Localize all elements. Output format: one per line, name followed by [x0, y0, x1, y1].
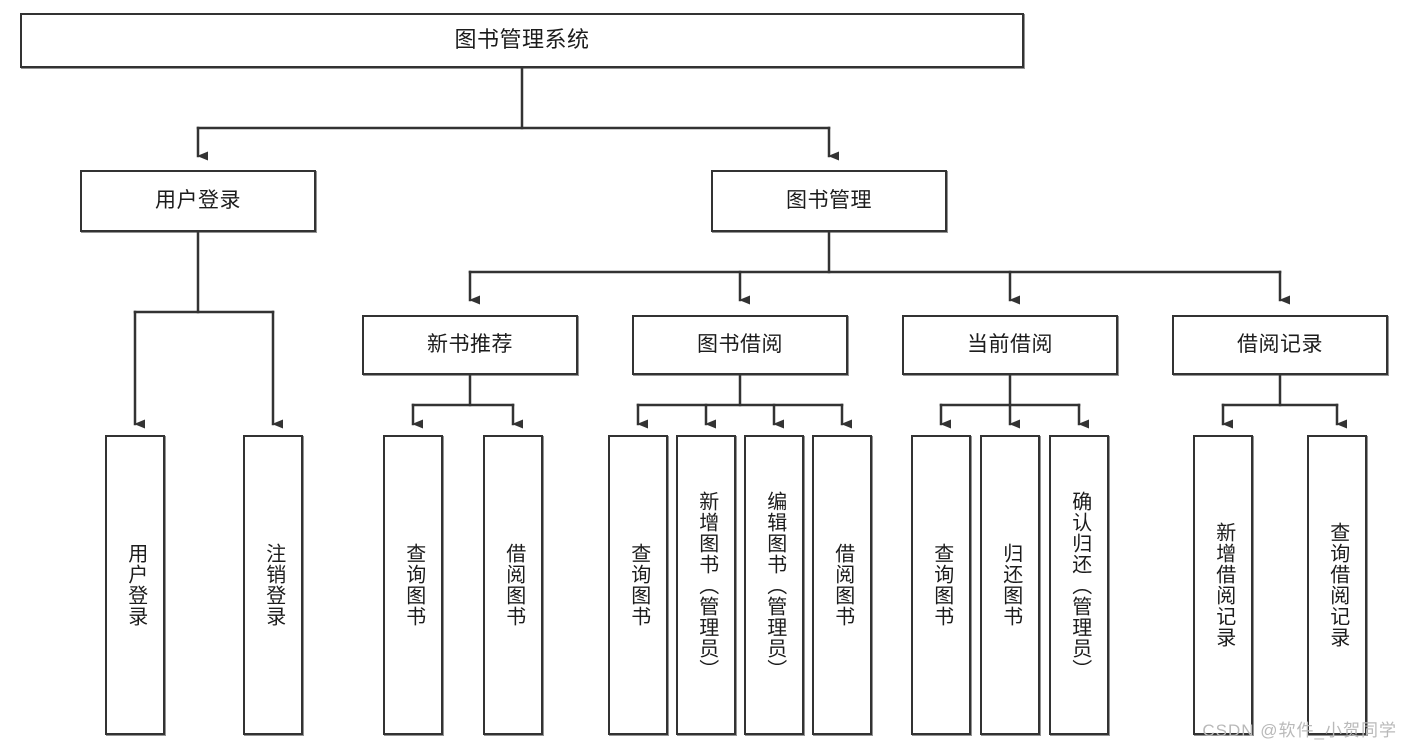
- node-current-borrow-label: 当前借阅: [967, 333, 1053, 357]
- node-leaf-user-login-login[interactable]: 用户登录: [105, 435, 165, 735]
- node-leaf-label: 归还图书: [999, 543, 1022, 627]
- node-leaf-label: 查询图书: [930, 543, 953, 627]
- node-leaf-label: 新增借阅记录: [1212, 522, 1235, 648]
- node-leaf-label: 查询借阅记录: [1326, 522, 1349, 648]
- node-leaf-label: 借阅图书: [831, 543, 854, 627]
- node-leaf-record-query-record[interactable]: 查询借阅记录: [1307, 435, 1367, 735]
- node-leaf-label: 借阅图书: [502, 543, 525, 627]
- node-leaf-newbook-borrow-book[interactable]: 借阅图书: [483, 435, 543, 735]
- node-current-borrow[interactable]: 当前借阅: [902, 315, 1118, 375]
- node-book-manage[interactable]: 图书管理: [711, 170, 947, 232]
- node-borrow-record[interactable]: 借阅记录: [1172, 315, 1388, 375]
- node-leaf-label: 注销登录: [262, 543, 285, 627]
- node-borrow-record-label: 借阅记录: [1237, 333, 1323, 357]
- node-user-login-label: 用户登录: [155, 189, 241, 213]
- node-leaf-current-query-book[interactable]: 查询图书: [911, 435, 971, 735]
- node-leaf-label: 查询图书: [402, 543, 425, 627]
- node-leaf-current-return-book[interactable]: 归还图书: [980, 435, 1040, 735]
- node-leaf-label: 新增图书（管理员）: [695, 490, 718, 680]
- node-leaf-borrow-edit-book[interactable]: 编辑图书（管理员）: [744, 435, 804, 735]
- node-new-book-recommend[interactable]: 新书推荐: [362, 315, 578, 375]
- node-leaf-user-login-logout[interactable]: 注销登录: [243, 435, 303, 735]
- node-leaf-label: 查询图书: [627, 543, 650, 627]
- node-book-borrow-label: 图书借阅: [697, 333, 783, 357]
- node-book-manage-label: 图书管理: [786, 189, 872, 213]
- node-leaf-borrow-borrow-book[interactable]: 借阅图书: [812, 435, 872, 735]
- node-new-book-recommend-label: 新书推荐: [427, 333, 513, 357]
- node-leaf-current-confirm-return[interactable]: 确认归还（管理员）: [1049, 435, 1109, 735]
- node-leaf-borrow-query-book[interactable]: 查询图书: [608, 435, 668, 735]
- node-root-label: 图书管理系统: [454, 27, 590, 53]
- node-leaf-label: 确认归还（管理员）: [1068, 490, 1091, 680]
- node-root[interactable]: 图书管理系统: [20, 13, 1024, 68]
- node-leaf-record-add-record[interactable]: 新增借阅记录: [1193, 435, 1253, 735]
- node-leaf-label: 编辑图书（管理员）: [763, 490, 786, 680]
- node-leaf-label: 用户登录: [124, 543, 147, 627]
- node-leaf-newbook-query-book[interactable]: 查询图书: [383, 435, 443, 735]
- node-leaf-borrow-add-book[interactable]: 新增图书（管理员）: [676, 435, 736, 735]
- node-book-borrow[interactable]: 图书借阅: [632, 315, 848, 375]
- node-user-login[interactable]: 用户登录: [80, 170, 316, 232]
